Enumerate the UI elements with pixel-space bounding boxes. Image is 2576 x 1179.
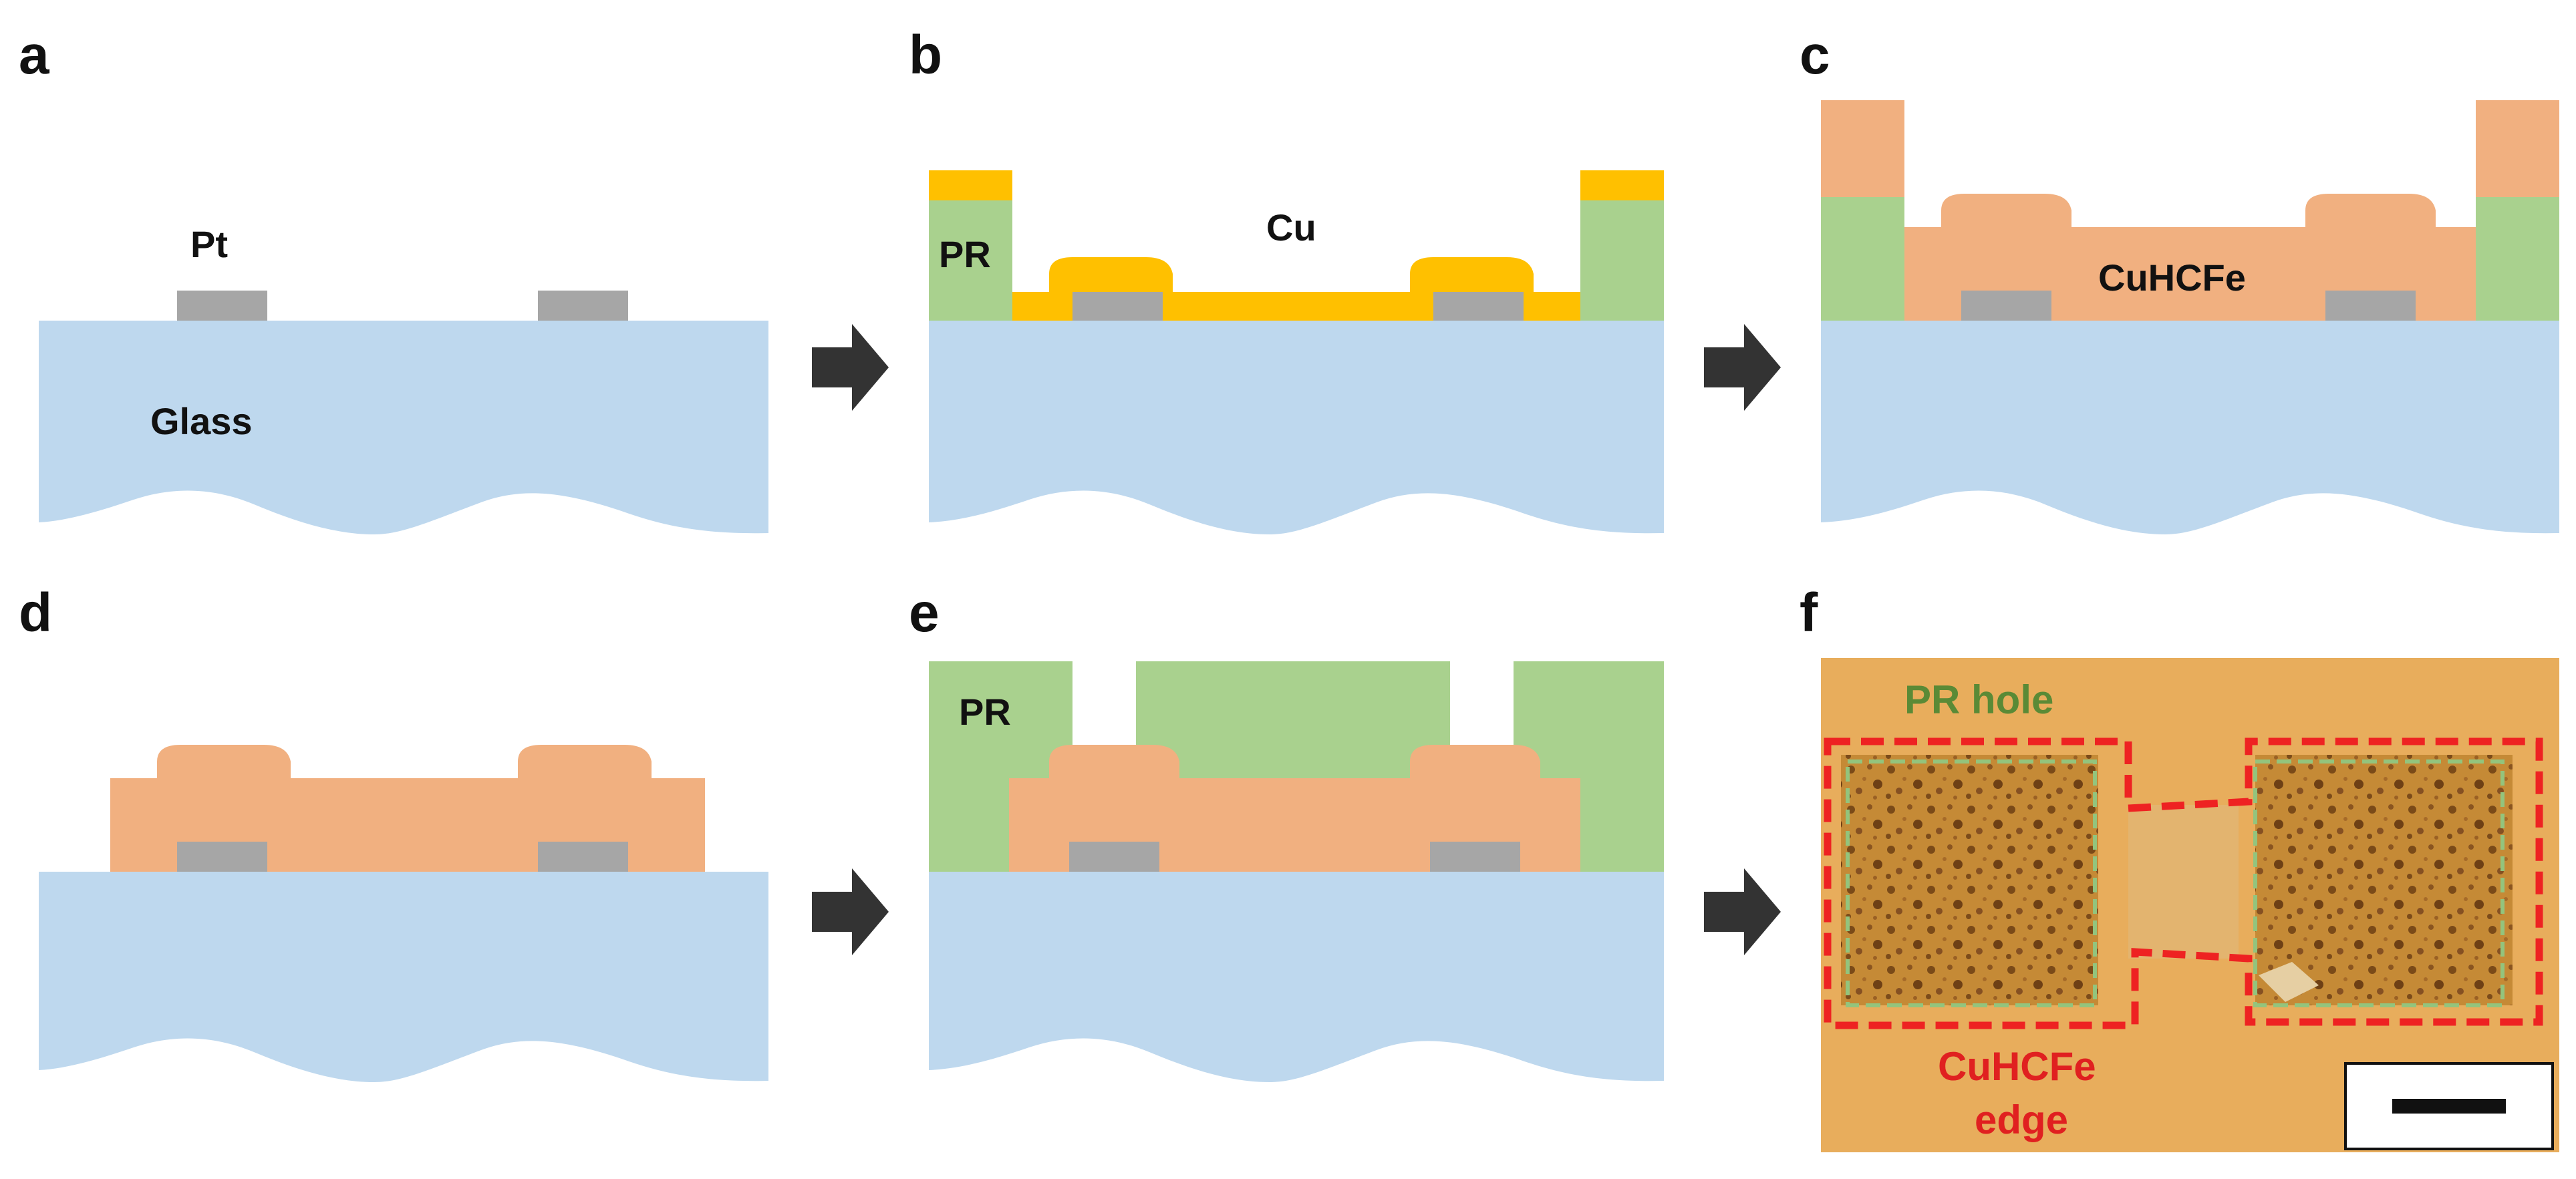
cuhcfe-edge-outline [1824, 737, 2543, 1029]
glass-substrate [39, 321, 768, 534]
photoresist-layer [929, 661, 1664, 872]
pr-hole-outline-right [2253, 760, 2505, 1007]
glass-substrate [1821, 321, 2559, 534]
right-arrow-icon [812, 324, 889, 411]
panel-c: c CuHCFe [1800, 25, 2559, 534]
copper-cap-left [929, 170, 1012, 200]
copper-cap-right [1580, 170, 1664, 200]
pt-electrode-left [177, 842, 267, 872]
photoresist-pillar-left [1821, 197, 1904, 321]
pr-hole-label: PR hole [1904, 677, 2053, 722]
pr-hole-outline-left [1846, 760, 2097, 1007]
bridge-region [2128, 805, 2239, 959]
glass-substrate [929, 321, 1664, 534]
pad-defect [2259, 962, 2319, 1002]
pr-label: PR [959, 691, 1011, 733]
right-arrow-icon [1704, 868, 1781, 955]
pt-electrode-left [177, 291, 267, 321]
panel-e: e PR [909, 582, 1664, 1082]
panel-b: b PR Cu [909, 25, 1664, 534]
glass-label: Glass [150, 400, 253, 442]
cuhcfe-label: CuHCFe [2098, 257, 2246, 299]
panel-letter-e: e [909, 582, 940, 643]
pt-electrode-left [1961, 291, 2051, 321]
cuhcfe-cap-left [1821, 100, 1904, 197]
pt-electrode-right [1430, 842, 1520, 872]
pt-electrode-right [2325, 291, 2416, 321]
electrode-pad-left [1841, 755, 2098, 1005]
pt-electrode-right [1433, 292, 1524, 321]
right-arrow-icon [812, 868, 889, 955]
cu-label: Cu [1266, 206, 1316, 248]
panel-letter-b: b [909, 25, 942, 86]
panel-letter-c: c [1800, 25, 1830, 86]
cuhcfe-edge-label-line1: CuHCFe [1938, 1044, 2096, 1089]
pt-label: Pt [190, 223, 228, 265]
glass-substrate [39, 872, 768, 1082]
pt-electrode-right [538, 291, 628, 321]
photoresist-pillar-right [2476, 197, 2559, 321]
panel-d: d [19, 582, 768, 1082]
pt-electrode-right [538, 842, 628, 872]
panel-letter-f: f [1800, 582, 1818, 643]
cuhcfe-edge-label-line2: edge [1975, 1098, 2068, 1142]
cuhcfe-layer [1009, 745, 1580, 872]
panel-letter-a: a [19, 25, 50, 86]
pt-electrode-left [1069, 842, 1159, 872]
photoresist-pillar-right [1580, 200, 1664, 321]
panel-f: f PR hole CuHCFe edge [1800, 582, 2559, 1152]
scale-bar [2392, 1099, 2506, 1114]
glass-substrate [929, 872, 1664, 1082]
right-arrow-icon [1704, 324, 1781, 411]
photoresist-pillar-left [929, 200, 1012, 321]
panel-letter-d: d [19, 582, 52, 643]
panel-a: a Pt Glass [19, 25, 768, 534]
pr-label: PR [939, 233, 991, 275]
pt-electrode-left [1072, 292, 1163, 321]
cuhcfe-layer [1904, 194, 2476, 321]
electrode-pad-right [2255, 755, 2513, 1005]
cuhcfe-cap-right [2476, 100, 2559, 197]
cuhcfe-layer [110, 745, 705, 872]
